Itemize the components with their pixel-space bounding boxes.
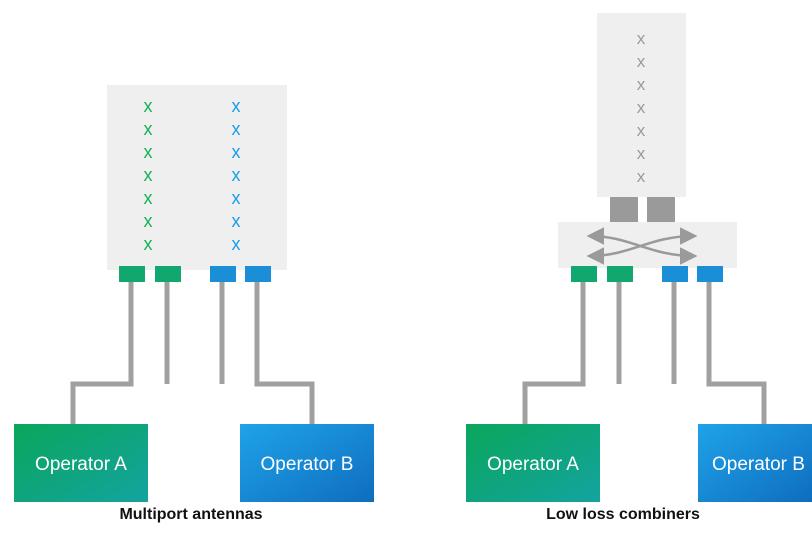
green-marker: x bbox=[144, 211, 153, 231]
port-green bbox=[119, 266, 145, 282]
green-marker: x bbox=[144, 119, 153, 139]
port-blue bbox=[245, 266, 271, 282]
multiport-caption: Multiport antennas bbox=[119, 506, 263, 523]
combiner-ports bbox=[571, 266, 723, 282]
port-blue bbox=[697, 266, 723, 282]
blue-marker: x bbox=[232, 142, 241, 162]
antenna-connector bbox=[647, 197, 675, 225]
green-marker: x bbox=[144, 188, 153, 208]
multiport-ports bbox=[119, 266, 271, 282]
combiner-section: x x x x x x x Operator A Operator B bbox=[466, 13, 812, 502]
port-blue bbox=[210, 266, 236, 282]
grey-marker: x bbox=[637, 29, 646, 48]
blue-marker: x bbox=[232, 211, 241, 231]
grey-marker: x bbox=[637, 52, 646, 71]
antenna-connector bbox=[610, 197, 638, 225]
port-green bbox=[607, 266, 633, 282]
operator-b-label: Operator B bbox=[712, 454, 805, 475]
port-blue bbox=[662, 266, 688, 282]
multiport-section: x x x x x x x x x x x x x x Operator A bbox=[14, 85, 374, 502]
crossover-arrow bbox=[586, 227, 698, 265]
operator-a-label: Operator A bbox=[35, 454, 127, 475]
port-green bbox=[155, 266, 181, 282]
combiner-caption: Low loss combiners bbox=[546, 506, 700, 523]
cable-b2 bbox=[706, 282, 767, 424]
operator-b-label: Operator B bbox=[261, 454, 354, 475]
green-marker: x bbox=[144, 234, 153, 254]
grey-marker: x bbox=[637, 75, 646, 94]
blue-marker: x bbox=[232, 165, 241, 185]
port-green bbox=[571, 266, 597, 282]
operator-b-box bbox=[240, 424, 374, 502]
multiport-antenna-panel bbox=[107, 85, 287, 270]
cable-a1 bbox=[70, 282, 134, 424]
blue-marker: x bbox=[232, 96, 241, 116]
combined-antenna-panel bbox=[597, 13, 686, 197]
blue-marker-column: x x x x x x x bbox=[232, 96, 241, 254]
combiner-crossover-arrows bbox=[586, 227, 698, 265]
blue-marker: x bbox=[232, 119, 241, 139]
cable-b2 bbox=[254, 282, 315, 424]
grey-marker: x bbox=[637, 98, 646, 117]
grey-marker: x bbox=[637, 144, 646, 163]
green-marker: x bbox=[144, 165, 153, 185]
grey-marker-column: x x x x x x x bbox=[637, 29, 646, 186]
green-marker-column: x x x x x x x bbox=[144, 96, 153, 254]
operator-b-box bbox=[698, 424, 812, 502]
green-marker: x bbox=[144, 96, 153, 116]
blue-marker: x bbox=[232, 188, 241, 208]
operator-a-label: Operator A bbox=[487, 454, 579, 475]
combiner-cables bbox=[522, 282, 767, 424]
multiport-cables bbox=[70, 282, 315, 424]
operator-a-box bbox=[14, 424, 148, 502]
operator-a-box bbox=[466, 424, 600, 502]
cable-a1 bbox=[522, 282, 586, 424]
green-marker: x bbox=[144, 142, 153, 162]
blue-marker: x bbox=[232, 234, 241, 254]
grey-marker: x bbox=[637, 167, 646, 186]
grey-marker: x bbox=[637, 121, 646, 140]
